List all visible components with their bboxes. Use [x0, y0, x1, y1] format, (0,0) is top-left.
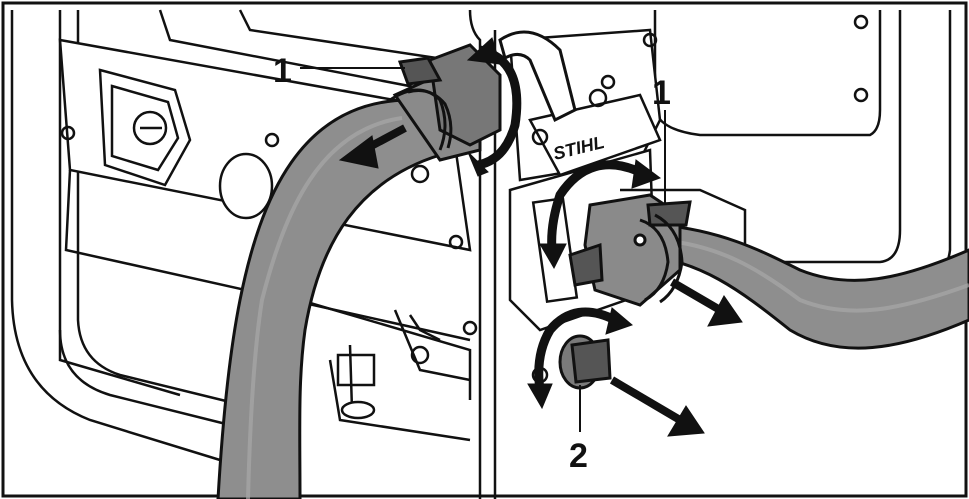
- callout-1-right: 1: [652, 74, 671, 112]
- rotation-arrows: [466, 37, 662, 410]
- drain-plug-knob: [558, 334, 612, 390]
- pump-outlet-elbow: [498, 30, 577, 123]
- hose-right: [637, 223, 969, 350]
- hose-fitting-right: [568, 193, 692, 307]
- leader-lines: [300, 67, 666, 432]
- direction-arrows: [338, 124, 743, 437]
- hose-fitting-top: [389, 43, 502, 162]
- callout-1-top: 1: [273, 52, 292, 90]
- callout-2-plug: 2: [569, 437, 588, 475]
- pump-frame: STIHL: [10, 9, 952, 499]
